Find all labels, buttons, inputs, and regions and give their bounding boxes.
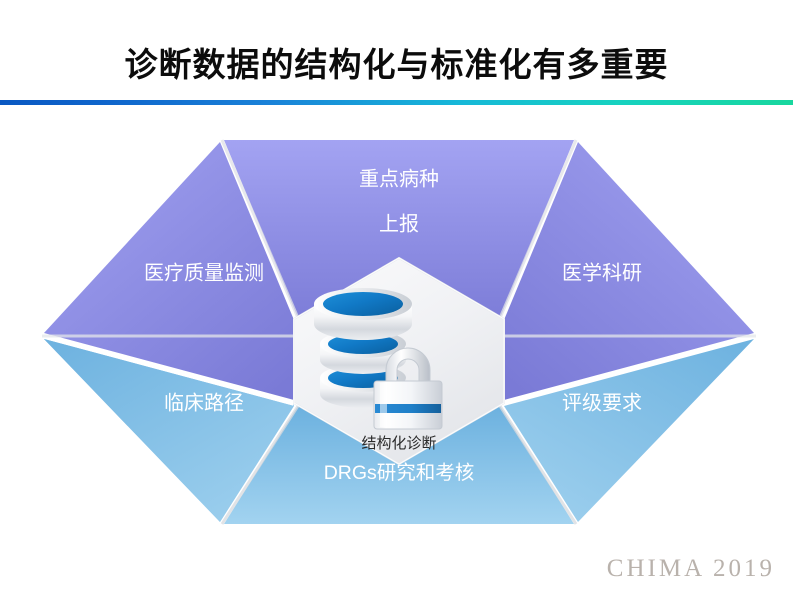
hex-segment-lower-right-label: 评级要求 xyxy=(562,391,642,414)
hexagon-diagram: 重点病种 上报 医疗质量监测 医学科研 临床路径 评级要求 DRGs研究和考核 xyxy=(36,132,762,530)
hex-segment-top[interactable]: 重点病种 上报 xyxy=(224,140,574,318)
padlock-icon xyxy=(373,347,443,430)
hex-segment-lower-left[interactable]: 临床路径 xyxy=(44,339,294,522)
hex-segment-bottom-label: DRGs研究和考核 xyxy=(324,462,475,484)
page-title: 诊断数据的结构化与标准化有多重要 xyxy=(124,46,669,83)
hex-segment-top-label-line2: 上报 xyxy=(379,212,419,235)
segment-separators xyxy=(42,139,756,525)
hex-segment-lower-right[interactable]: 评级要求 xyxy=(504,339,754,522)
hex-segment-upper-right-label: 医学科研 xyxy=(562,261,642,284)
hex-segment-upper-left-label: 医疗质量监测 xyxy=(144,261,264,284)
hex-segment-top-label-line1: 重点病种 xyxy=(359,167,439,190)
conference-watermark: CHIMA 2019 xyxy=(606,555,775,582)
title-divider-rule xyxy=(0,100,793,105)
core-node-label: 结构化诊断 xyxy=(361,435,436,452)
hex-segment-lower-left-label: 临床路径 xyxy=(164,391,244,414)
